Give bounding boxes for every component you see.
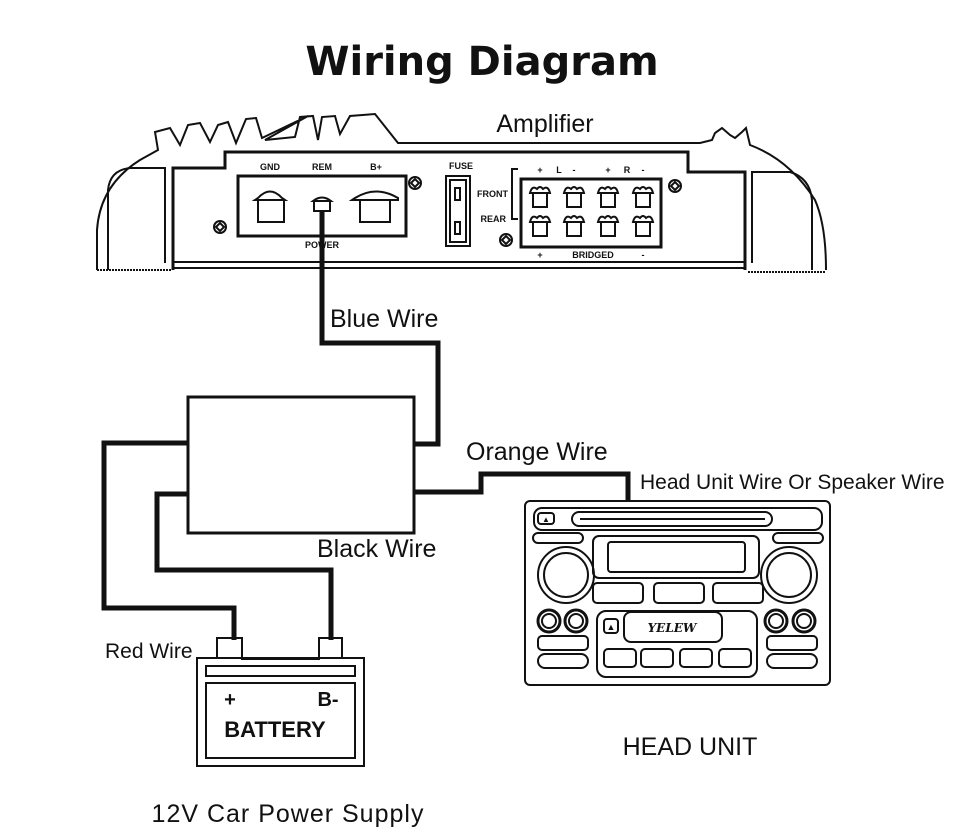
blue-wire [319,211,441,447]
bridged-plus: + [537,250,542,260]
terminal-rem [310,196,334,212]
terminal-label-bplus: B+ [370,162,382,172]
cassette-eject-button[interactable] [603,618,619,634]
fuse-label: FUSE [449,161,473,171]
screw-icon [408,176,422,190]
preset-button[interactable] [592,582,644,604]
battery-plus-sign: + [224,689,236,711]
head-unit-wire-label: Head Unit Wire Or Speaker Wire [640,471,945,494]
black-wire-label: Black Wire [317,535,436,563]
preset-button[interactable] [712,582,764,604]
screw-icon [668,179,682,193]
orange-wire-label: Orange Wire [466,438,608,466]
head-unit: ▲ ▲ YELEW [524,500,831,686]
speaker-terminal [596,186,620,208]
speaker-terminal [596,215,620,237]
speaker-terminals [528,186,655,237]
terminal-label-gnd: GND [260,162,281,172]
speaker-terminal [631,215,655,237]
speaker-terminal [528,186,552,208]
button-top-right[interactable] [772,532,824,544]
screw-icon [499,233,513,247]
cassette-button[interactable] [640,648,674,668]
round-button[interactable] [763,608,789,634]
round-button[interactable] [536,608,562,634]
cassette-button[interactable] [603,648,637,668]
terminal-label-rem: REM [312,162,332,172]
eject-button[interactable] [537,512,555,525]
eject-icon: ▲ [542,515,550,524]
amplifier-label: Amplifier [496,110,593,138]
amplifier-side-panel-right [751,171,813,270]
side-button[interactable] [766,653,818,669]
preset-button[interactable] [653,582,705,604]
speaker-terminal [631,186,655,208]
cassette-eject-icon: ▲ [607,622,616,632]
speaker-terminal-block [519,177,663,249]
speaker-label-r: R [624,165,631,175]
amplifier-side-panel-left [107,167,166,270]
speaker-row-rear: REAR [480,214,506,224]
speaker-bracket [511,168,518,220]
side-button[interactable] [537,635,589,651]
fuse-icon [445,175,471,247]
round-button[interactable] [563,608,589,634]
battery-terminals [216,637,343,660]
side-button[interactable] [537,653,589,669]
black-wire [154,491,334,640]
display-screen [607,541,746,573]
speaker-label-l-minus: - [573,165,576,175]
cassette-door [623,611,723,643]
tuning-knob[interactable] [760,546,818,604]
speaker-label-r-minus: - [642,165,645,175]
red-wire-label: Red Wire [105,640,193,663]
bridged-label: BRIDGED [572,250,614,260]
power-supply-caption: 12V Car Power Supply [152,800,425,828]
battery-face [205,682,356,759]
terminal-bplus [348,190,399,223]
converter-box [186,395,416,535]
amplifier-heatsink-outline [96,112,827,271]
speaker-label-r-plus: + [605,165,610,175]
orange-wire [414,471,631,500]
red-wire [101,440,237,640]
bridged-minus: - [642,250,645,260]
terminal-gnd [251,190,289,223]
amplifier-face-outline [171,150,747,270]
speaker-terminal [562,215,586,237]
cassette-button[interactable] [718,648,752,668]
battery-label: BATTERY [224,717,326,742]
battery-body [196,657,365,767]
speaker-label-l: L [556,165,562,175]
display-frame [592,535,760,579]
battery-minus-sign: B- [317,689,338,711]
speaker-row-front: FRONT [477,189,508,199]
amplifier: Amplifier GND REM B+ POWER FUSE [96,110,827,273]
diagram-title: Wiring Diagram [305,39,658,85]
cd-slot-area [533,507,823,531]
speaker-terminal [562,186,586,208]
speaker-terminal [528,215,552,237]
brand-logo: YELEW [648,621,698,635]
speaker-label-l-plus: + [537,165,542,175]
battery: + B- BATTERY [196,637,365,767]
side-button[interactable] [766,635,818,651]
screw-icon [213,220,227,234]
blue-wire-label: Blue Wire [330,305,438,333]
head-unit-body [524,500,831,686]
head-unit-label: HEAD UNIT [623,733,758,761]
cassette-button[interactable] [679,648,713,668]
battery-top-strip [205,665,356,677]
volume-knob[interactable] [537,546,595,604]
button-top-left[interactable] [532,532,584,544]
round-button[interactable] [791,608,817,634]
cd-slot [571,511,773,527]
